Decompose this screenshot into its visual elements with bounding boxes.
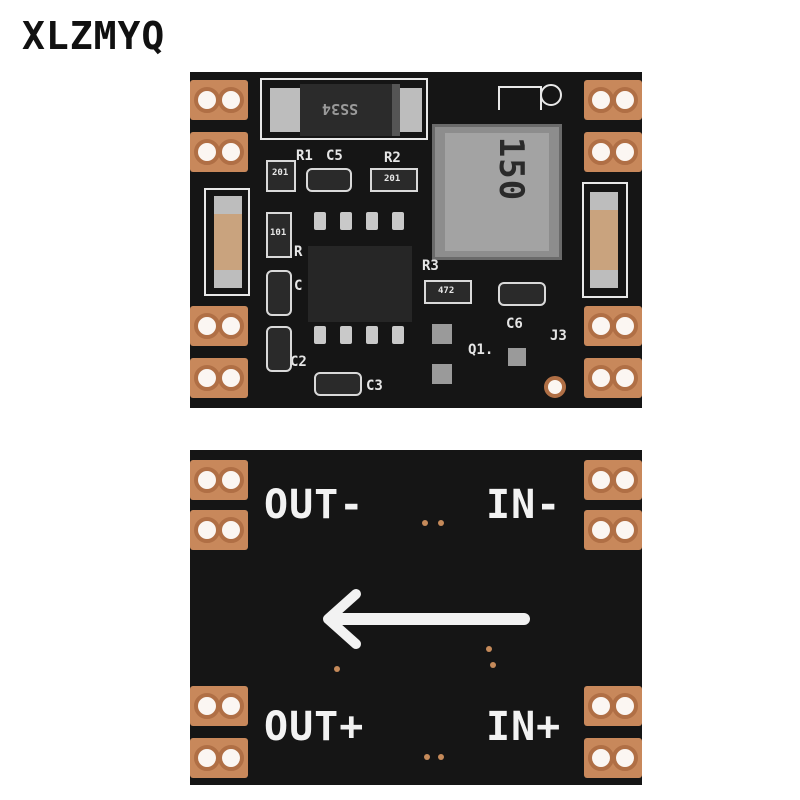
label-r2: R2 — [384, 150, 401, 166]
capacitor-c6 — [498, 282, 546, 306]
inductor-marking: 150 — [491, 136, 532, 202]
pad-left-4 — [190, 358, 248, 398]
pad-bottom-left-1 — [190, 460, 248, 500]
label-j3: J3 — [550, 328, 567, 344]
resistor-r3: 472 — [424, 280, 472, 304]
label-r4: R — [294, 244, 303, 260]
capacitor-c2 — [266, 326, 292, 372]
pad-right-4 — [584, 358, 642, 398]
arrow-left-icon — [323, 589, 530, 649]
ic-chip — [308, 246, 412, 322]
silk-cap-right — [582, 182, 628, 298]
test-pad-2 — [508, 348, 526, 366]
silk-cap-left — [204, 188, 250, 296]
cap-left — [214, 196, 242, 288]
pad-left-3 — [190, 306, 248, 346]
label-out-plus: OUT+ — [264, 704, 365, 750]
pad-bottom-left-4 — [190, 738, 248, 778]
label-c3: C3 — [366, 378, 383, 394]
label-c5: C5 — [326, 148, 343, 164]
label-in-minus: IN- — [486, 482, 562, 528]
resistor-r1: 201 — [266, 160, 296, 192]
pad-right-1 — [584, 80, 642, 120]
silk-circle — [540, 84, 562, 106]
label-c2: C2 — [290, 354, 307, 370]
pad-bottom-left-2 — [190, 510, 248, 550]
resistor-r2: 201 — [370, 168, 418, 192]
pad-bottom-right-1 — [584, 460, 642, 500]
pad-right-2 — [584, 132, 642, 172]
via-large — [544, 376, 566, 398]
brand-watermark: XLZMYQ — [22, 14, 166, 58]
pad-bottom-left-3 — [190, 686, 248, 726]
label-c6: C6 — [506, 316, 523, 332]
pad-left-2 — [190, 132, 248, 172]
silk-mark — [498, 86, 542, 110]
silk-diode — [260, 78, 428, 140]
label-r1: R1 — [296, 148, 313, 164]
capacitor-c4 — [266, 270, 292, 316]
diode-marking: SS34 — [322, 100, 359, 118]
label-in-plus: IN+ — [486, 704, 562, 750]
capacitor-c3 — [314, 372, 362, 396]
capacitor-c5 — [306, 168, 352, 192]
pad-bottom-right-4 — [584, 738, 642, 778]
pad-right-3 — [584, 306, 642, 346]
test-pad-1 — [432, 324, 452, 344]
resistor-r4: 101 — [266, 212, 292, 258]
pcb-top-view: SS34 150 R1 C5 R2 R3 C6 J3 Q1. C2 C3 R C… — [190, 72, 642, 408]
label-out-minus: OUT- — [264, 482, 365, 528]
test-pad-3 — [432, 364, 452, 384]
label-c4: C — [294, 278, 303, 294]
label-r3: R3 — [422, 258, 439, 274]
pad-bottom-right-2 — [584, 510, 642, 550]
diode-body: SS34 — [300, 84, 400, 136]
inductor: 150 — [432, 124, 562, 260]
cap-right — [590, 192, 618, 288]
pad-left-1 — [190, 80, 248, 120]
pcb-bottom-view: OUT- IN- OUT+ IN+ — [190, 450, 642, 785]
label-q1: Q1. — [468, 342, 494, 358]
pad-bottom-right-3 — [584, 686, 642, 726]
